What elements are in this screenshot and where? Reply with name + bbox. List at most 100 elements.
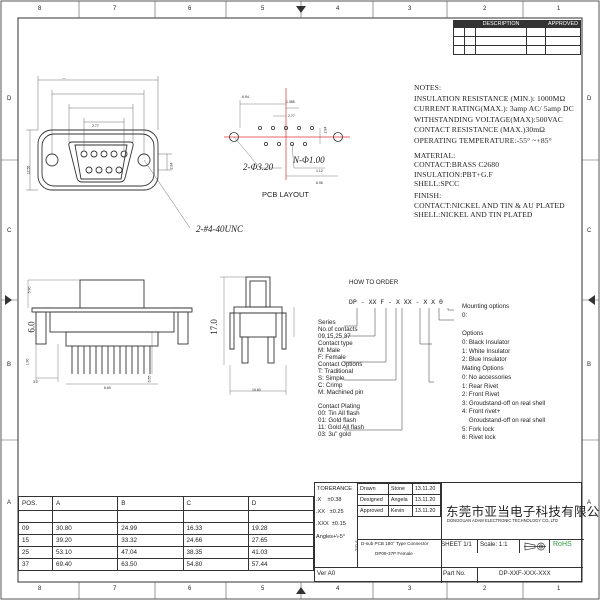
side-dim-label: 1.90 (25, 358, 30, 366)
order-option-line: Contact Options (318, 361, 363, 368)
side-dim-label: 6.55 (147, 375, 152, 383)
role-name: Kevin (387, 505, 413, 517)
border-col-label: 7 (113, 6, 117, 12)
role-label: Approved (357, 505, 389, 517)
order-option-line: Mating Options (462, 365, 504, 373)
order-option-line (462, 320, 545, 331)
table-cell: 39.20 (51, 534, 119, 547)
border-col-label: 1 (557, 6, 561, 12)
border-col-label: 2 (483, 586, 487, 592)
order-option-line: 0: (462, 311, 468, 319)
company-name-en: DONGGUAN ADAM ELECTRONIC TECHNOLOGY CO.,… (447, 518, 559, 523)
border-col-label: 3 (408, 586, 412, 592)
table-cell: 53.10 (51, 546, 119, 559)
table-cell: 30.80 (51, 522, 119, 535)
table-cell: 09 (18, 522, 53, 535)
dimension-header-cell: B (117, 496, 184, 511)
note-line: OPERATING TEMPERATURE:-55° ~+85° (414, 135, 552, 145)
table-row: 09 30.80 24.99 16.33 19.28 (18, 522, 315, 535)
border-col-label: 4 (336, 6, 340, 12)
order-option-line: C: Crimp (318, 382, 343, 389)
front-view-drawing: — (26, 75, 191, 229)
border-row-label: B (7, 362, 12, 368)
end-dim-label: 10.83 (252, 388, 261, 392)
pcb-dim-label: 1.12 (316, 169, 323, 173)
table-cell: 25 (18, 546, 53, 559)
tolerance-line: .X ±0.38 (316, 497, 342, 503)
tolerance-label: TORERANCE (317, 486, 353, 492)
note-line: INSULATION RESISTANCE (MIN.): 1000MΩ (414, 93, 566, 103)
order-code: DP - XX F - X XX - X X 0 (349, 298, 443, 306)
table-row: Drawn Stone 13.11.20 (357, 483, 442, 495)
title-line: DP09-37P Female (375, 551, 413, 556)
border-col-label: 7 (113, 586, 117, 592)
finish-line: CONTACT:NICKEL AND TIN & AU PLATED (414, 200, 565, 210)
order-option-line: T: Traditional (318, 368, 354, 375)
order-option-line: Mounting options (462, 303, 510, 310)
table-cell: 37 (18, 558, 53, 571)
title-label: TITLE (353, 540, 359, 551)
order-option-line: 11: Gold All flash (318, 423, 364, 431)
pcb-layout-drawing (224, 88, 350, 180)
side-dim-label: 6.60 (104, 386, 111, 390)
border-col-label: 8 (38, 6, 42, 12)
tolerance-line: .XX ±0.25 (316, 509, 344, 515)
pcb-dim-label: 2.77 (288, 114, 295, 118)
table-cell: 16.33 (182, 522, 249, 535)
border-row-label: D (7, 96, 12, 102)
table-row: 15 39.20 33.32 24.66 27.65 (18, 534, 315, 547)
order-option-line: M: Machined pin (318, 389, 364, 396)
material-line: CONTACT:BRASS C2680 (414, 160, 500, 170)
order-option-line: No.of contacts (318, 326, 358, 333)
border-col-label: 6 (188, 6, 192, 12)
order-option-line: Options (462, 330, 484, 338)
order-option-line: 0: Black Insulator (462, 338, 510, 346)
table-cell: 27.65 (247, 534, 315, 547)
border-row-label: C (7, 228, 12, 234)
side-dim-label: 3.2 (33, 380, 38, 384)
order-option-line: 00: Tin All flash (318, 409, 360, 417)
border-col-label: 4 (336, 586, 340, 592)
finish-heading: FINISH: (414, 190, 442, 200)
table-cell: 63.50 (117, 558, 184, 571)
tolerance-line: Angles+\-5° (316, 534, 346, 540)
border-row-label: D (587, 96, 592, 102)
order-option-line: 2: Blue Insulator (462, 356, 507, 364)
revision-header: DESCRIPTION (474, 20, 528, 28)
table-cell: 24.99 (117, 522, 184, 535)
order-option-line: 03: 3u" gold (318, 430, 351, 438)
table-row: 37 69.40 63.50 54.80 57.44 (18, 558, 315, 571)
dimension-header-cell: C (182, 496, 249, 511)
scale-value: Scale: 1:1 (480, 541, 508, 548)
role-date: 13.11.20 (411, 494, 442, 506)
pcb-dim-label: 6.96 (316, 181, 323, 185)
order-option-line: S: Simple (318, 375, 345, 382)
border-row-label: C (587, 228, 592, 234)
border-col-label: 8 (38, 586, 42, 592)
order-option-line: M: Male (318, 347, 341, 354)
dimension-header-cell: D (247, 496, 315, 511)
revision-header (453, 20, 465, 28)
order-options-right: Mounting options 0: Options 0: Black Ins… (462, 303, 546, 441)
border-col-label: 1 (557, 586, 561, 592)
tolerance-line: .XXX ±0.15 (316, 521, 346, 527)
order-option-line: Series (318, 319, 336, 326)
material-heading: MATERIAL: (414, 150, 456, 160)
border-row-label: A (7, 500, 12, 506)
revision-block: DESCRIPTION APPROVED (453, 20, 581, 55)
front-dim-label: 2.84 (169, 162, 174, 170)
svg-text:—: — (62, 75, 66, 80)
rohs-badge: RoHS (553, 541, 572, 548)
note-line: CONTACT RESISTANCE (MAX.)30mΩ (414, 125, 546, 135)
order-option-line: Groudstand-off on real shell (462, 416, 546, 424)
border-col-label: 5 (261, 586, 265, 592)
end-dim-label: 17.0 (208, 319, 219, 335)
table-cell: 54.80 (182, 558, 249, 571)
role-date: 13.11.20 (411, 505, 442, 517)
pcb-dim-label: 2.84 (323, 126, 328, 134)
role-name: Angela (387, 494, 413, 506)
front-dim-label: 2.77 (92, 124, 99, 128)
dimension-header-cell: A (51, 496, 119, 511)
table-cell: 69.40 (51, 558, 119, 571)
material-line: INSULATION:PBT+G.F (414, 169, 493, 179)
